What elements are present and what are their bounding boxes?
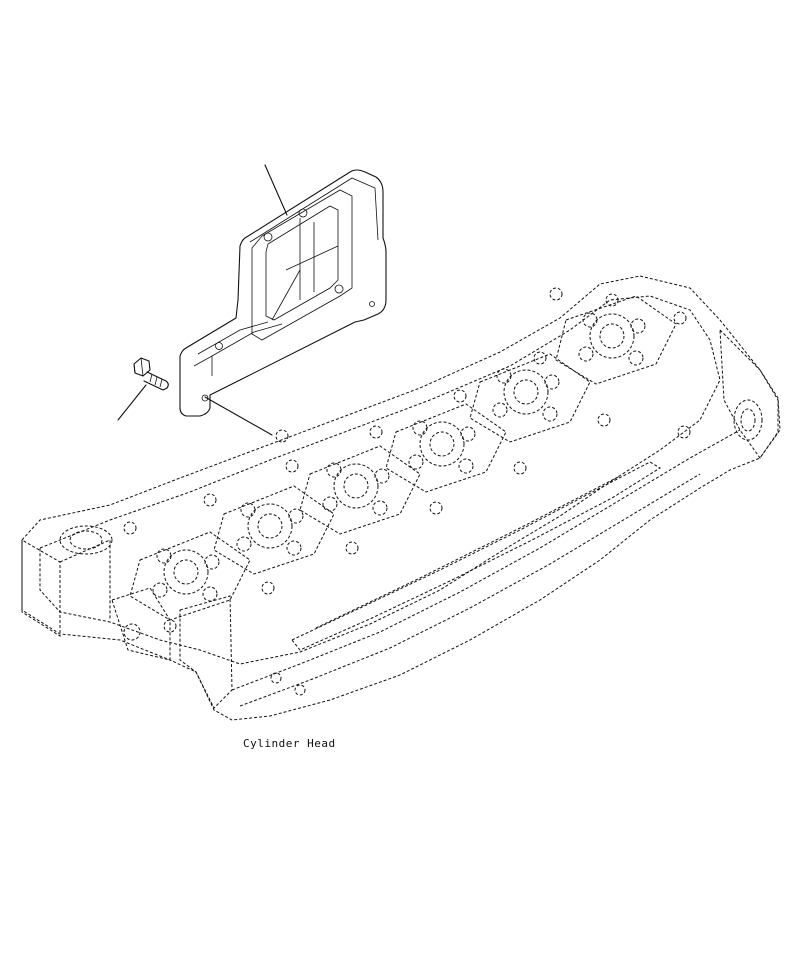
leader-lines	[117, 164, 288, 436]
cylinder-head	[21, 275, 781, 721]
cylinder-6-valve-group	[555, 295, 677, 385]
cylinder-2-valve-group	[213, 485, 335, 575]
bracket-mount-hole	[369, 301, 375, 307]
bolt-hole-alignment-line	[204, 396, 273, 436]
cylinder-4-valve-group	[385, 403, 507, 493]
cylinder-5-valve-group	[469, 353, 591, 443]
bracket-leader-line	[264, 164, 288, 216]
cylinder-3-valve-group	[299, 445, 421, 535]
bolt	[133, 357, 169, 391]
bracket	[179, 169, 387, 417]
head-bolt-bosses	[123, 287, 691, 696]
bracket-bolt-hole	[201, 394, 209, 402]
part-caption: Cylinder Head	[243, 737, 336, 750]
cylinder-1-valve-group	[129, 531, 251, 621]
bolt-leader-line	[117, 384, 147, 421]
